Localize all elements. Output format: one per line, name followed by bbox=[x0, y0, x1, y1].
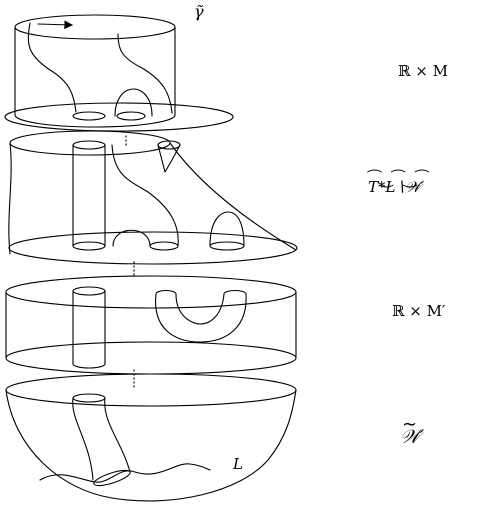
level4-bowl-outline bbox=[5, 389, 297, 502]
level1-arrow bbox=[37, 20, 74, 30]
level2-top-ellipse bbox=[9, 130, 171, 156]
level4-bowl bbox=[5, 373, 297, 502]
level1-label: ℝ × M bbox=[398, 62, 448, 80]
level1-hole-left bbox=[72, 111, 106, 121]
level1-front-bottom bbox=[14, 114, 176, 128]
level3-u-outer bbox=[155, 293, 247, 343]
level2-floor-ellipse bbox=[8, 231, 298, 265]
level2-dome bbox=[209, 211, 245, 247]
level1-cylinder bbox=[4, 14, 234, 146]
level3-u-inner bbox=[175, 293, 225, 325]
level2-left-side bbox=[8, 142, 12, 255]
orbit-curve-left bbox=[27, 22, 77, 113]
level4-tilde-mark: ∼ bbox=[402, 414, 418, 435]
level2-hole-right bbox=[149, 241, 179, 251]
level1-cap bbox=[114, 88, 153, 117]
level3-label: ℝ × M′ bbox=[392, 302, 446, 320]
gamma-tilde-label: γ̃ bbox=[194, 2, 204, 21]
level2-label-text: T*L∖𝒲′ bbox=[368, 178, 425, 196]
level2-right-side bbox=[169, 142, 297, 251]
level2-tube-top bbox=[72, 140, 106, 150]
level2-layer bbox=[8, 130, 298, 276]
level2-cone bbox=[157, 144, 181, 173]
level1-floor-ellipse bbox=[4, 102, 234, 132]
level4-top-ellipse bbox=[5, 373, 297, 407]
level1-hole-right bbox=[116, 111, 146, 121]
level3-cylinder bbox=[5, 275, 297, 388]
level3-hole-left bbox=[155, 289, 177, 295]
level2-label: ⁀‿⁀‿⁀ T*L∖𝒲′ bbox=[368, 169, 428, 196]
lagrangian-label: L bbox=[233, 455, 243, 473]
level1-top-ellipse bbox=[14, 14, 176, 40]
level3-tube-bottom bbox=[72, 363, 106, 369]
level2-cap-small bbox=[112, 229, 151, 247]
level2-tilde-mark: ⁀‿⁀‿⁀ bbox=[368, 169, 428, 188]
level4-tube-top bbox=[72, 393, 106, 403]
level3-floor-ellipse bbox=[5, 341, 297, 375]
level3-hole-right bbox=[223, 289, 247, 295]
orbit-curve-right bbox=[117, 33, 173, 114]
level4-label-text: 𝒲′ bbox=[400, 426, 425, 448]
level4-tube-end bbox=[93, 469, 131, 487]
level2-dome-base bbox=[209, 241, 245, 251]
lagrangian-L bbox=[39, 463, 211, 483]
level4-tube-left bbox=[72, 397, 94, 481]
level2-hole-left bbox=[72, 241, 106, 251]
level3-top-ellipse bbox=[5, 275, 297, 309]
level3-tube-top bbox=[72, 286, 106, 296]
level4-tube-right bbox=[104, 397, 131, 473]
level4-label: ∼ 𝒲′ bbox=[400, 414, 425, 448]
level2-connector bbox=[111, 144, 179, 247]
